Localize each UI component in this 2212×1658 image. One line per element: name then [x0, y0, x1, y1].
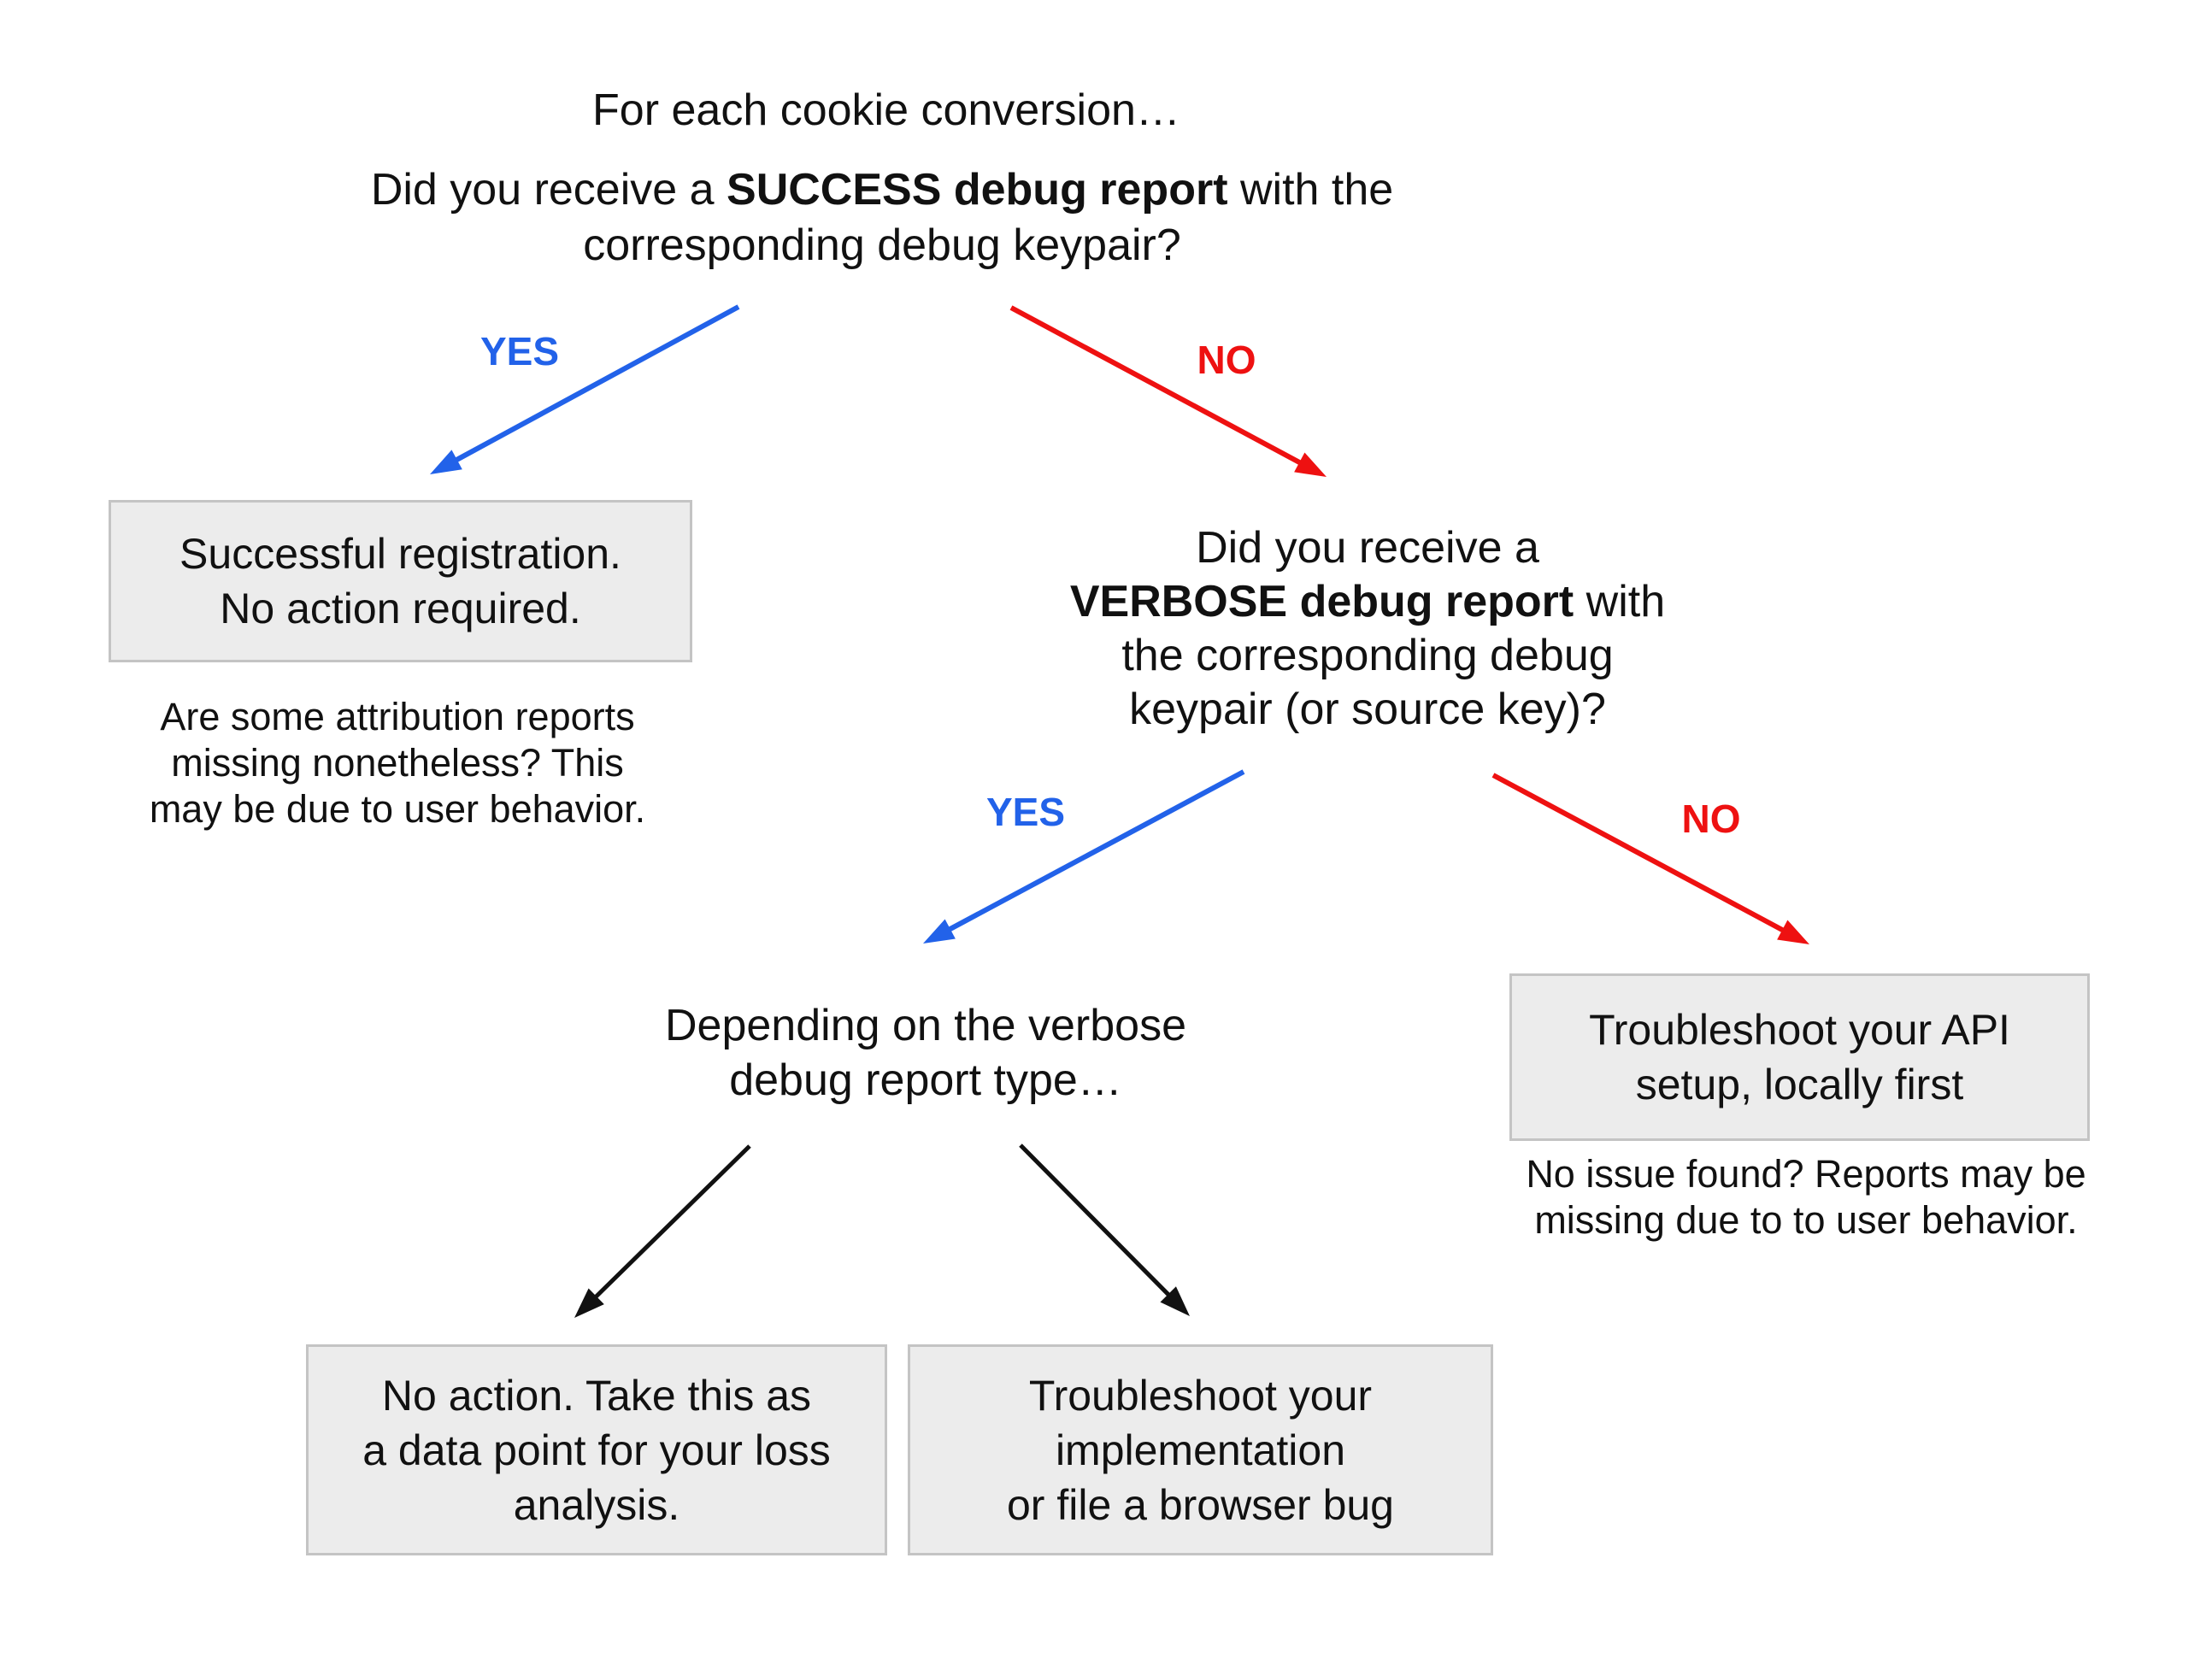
note-no-issue-found: No issue found? Reports may be missing d…: [1526, 1152, 2086, 1242]
question-success-report: Did you receive a SUCCESS debug report w…: [284, 162, 1480, 273]
question-verbose-line3: the corresponding debug: [1121, 631, 1614, 680]
verbose-arrow-left: [574, 1144, 751, 1318]
note-attribution-reports: Are some attribution reports missing non…: [149, 695, 646, 831]
question-success-line1: Did you receive a SUCCESS debug report w…: [370, 165, 1394, 215]
no-label-2: NO: [1681, 797, 1741, 841]
question-verbose-line1: Did you receive a: [1196, 523, 1539, 573]
yes-label-1: YES: [479, 329, 560, 373]
no-arrow-1: [1009, 305, 1327, 477]
no-label-1: NO: [1197, 338, 1256, 382]
box-troubleshoot-api: Troubleshoot your API setup, locally fir…: [1509, 973, 2090, 1141]
verbose-arrow-right: [1019, 1144, 1190, 1316]
depending-on-verbose-text: Depending on the verbose debug report ty…: [664, 1001, 1186, 1105]
yes-label-2: YES: [985, 790, 1066, 834]
box-no-action-loss-analysis: No action. Take this as a data point for…: [306, 1344, 887, 1555]
root-condition-text: For each cookie conversion…: [592, 85, 1180, 135]
question-verbose-report: Did you receive a VERBOSE debug report w…: [983, 521, 1752, 737]
box-successful-registration: Successful registration. No action requi…: [109, 500, 692, 662]
question-success-line2: corresponding debug keypair?: [583, 220, 1181, 270]
question-verbose-line4: keypair (or source key)?: [1129, 685, 1606, 734]
question-verbose-line2: VERBOSE debug report with: [1069, 577, 1666, 626]
box-troubleshoot-implementation: Troubleshoot your implementation or file…: [908, 1344, 1493, 1555]
